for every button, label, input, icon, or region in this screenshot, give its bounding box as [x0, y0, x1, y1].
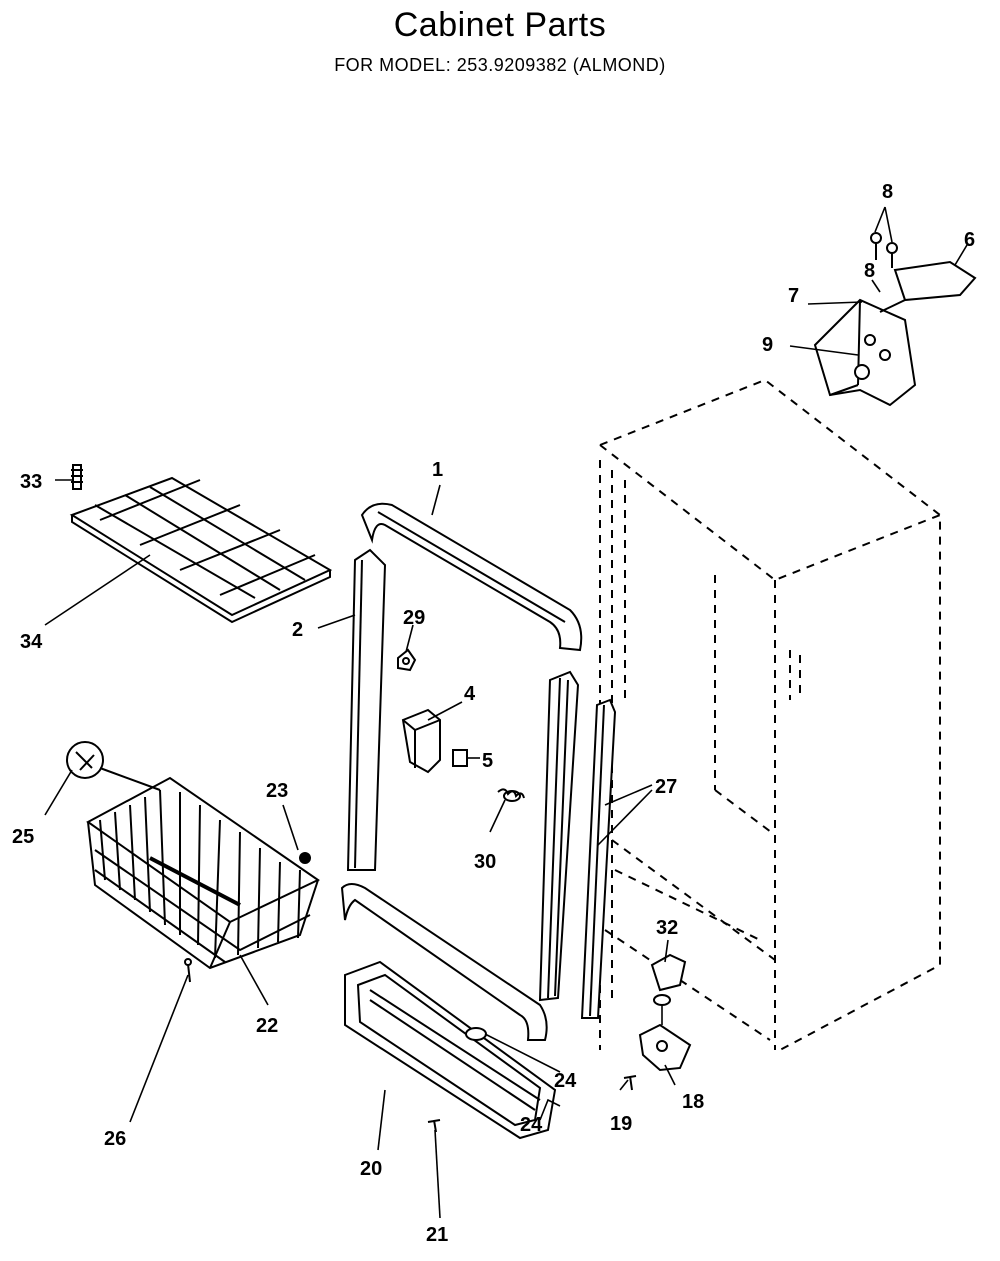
part-24-bracket: [465, 1027, 487, 1041]
label-26: 26: [104, 1128, 126, 1150]
label-6: 6: [964, 229, 975, 251]
label-21: 21: [426, 1224, 448, 1246]
label-8a: 8: [882, 181, 893, 203]
label-29: 29: [403, 607, 425, 629]
label-23: 23: [266, 780, 288, 802]
part-34-shelf-panel: [69, 476, 333, 624]
label-22: 22: [256, 1015, 278, 1037]
label-18: 18: [682, 1091, 704, 1113]
part-29-clip: [397, 648, 417, 672]
callout-labels: 1 2 29 4 5 30 27 32 18 19 24 24 20 21 33…: [12, 181, 975, 1246]
part-22-wire-basket: [86, 776, 320, 970]
page-title: Cabinet Parts: [393, 6, 607, 44]
part-19-screw: [623, 1075, 637, 1091]
part-5-clip: [452, 749, 468, 767]
label-24a: 24: [554, 1070, 577, 1092]
part-32-lower-hinge: [650, 953, 687, 1006]
label-8b: 8: [864, 260, 875, 282]
cabinet-outline: [599, 378, 941, 1051]
part-30-spring: [497, 788, 525, 802]
label-5: 5: [482, 750, 493, 772]
part-27-liner-strip: [580, 698, 617, 1019]
label-19: 19: [610, 1113, 632, 1135]
label-20: 20: [360, 1158, 382, 1180]
label-34: 34: [20, 631, 43, 653]
label-9: 9: [762, 334, 773, 356]
part-4-hinge-block: [401, 708, 441, 774]
part-21-screw: [427, 1119, 441, 1133]
label-24b: 24: [520, 1114, 543, 1136]
label-27: 27: [655, 776, 677, 798]
label-32: 32: [656, 917, 678, 939]
label-33: 33: [20, 471, 42, 493]
part-23-knob: [299, 852, 311, 864]
model-subtitle: FOR MODEL: 253.9209382 (ALMOND): [334, 55, 666, 75]
upper-hinge-assembly: [813, 232, 977, 407]
label-2: 2: [292, 619, 303, 641]
label-30: 30: [474, 851, 496, 873]
label-25: 25: [12, 826, 34, 848]
part-33-screw: [71, 464, 83, 490]
part-20-door-panel: [344, 960, 557, 1140]
label-4: 4: [464, 683, 476, 705]
leader-lines: [44, 206, 968, 1219]
part-bottom-gasket: [340, 883, 548, 1041]
part-24-right-gasket: [538, 670, 580, 1002]
part-2-left-gasket: [346, 548, 387, 871]
part-1-top-gasket: [360, 502, 583, 652]
part-25-clip: [66, 741, 161, 791]
part-18-bracket: [638, 1023, 692, 1072]
label-1: 1: [432, 459, 443, 481]
label-7: 7: [788, 285, 799, 307]
part-26-screw: [184, 958, 192, 983]
